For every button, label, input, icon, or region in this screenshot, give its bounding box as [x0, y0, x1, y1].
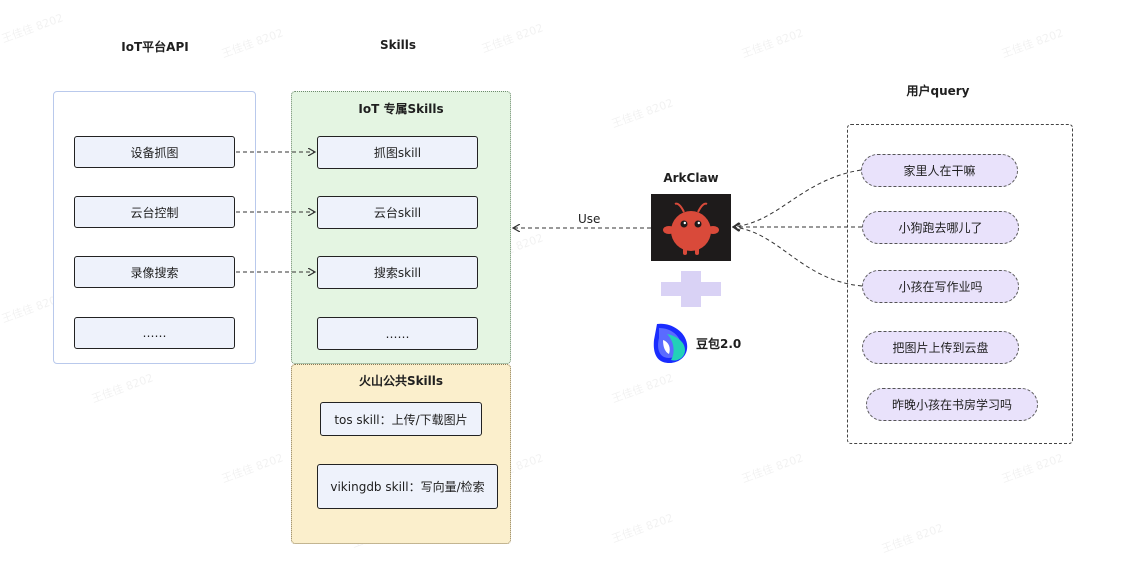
watermark-text: 王佳佳 8202	[999, 26, 1065, 61]
query-upload: 把图片上传到云盘	[862, 331, 1019, 364]
watermark-text: 王佳佳 8202	[219, 451, 285, 486]
api-item-ptz-control: 云台控制	[74, 196, 235, 228]
arkclaw-title: ArkClaw	[663, 171, 719, 185]
watermark-text: 王佳佳 8202	[879, 521, 945, 556]
arrow-query-homework	[733, 227, 863, 287]
use-label: Use	[578, 212, 601, 226]
skill-more: ……	[317, 317, 478, 350]
api-column-title: IoT平台API	[121, 40, 189, 54]
arrow-query-family	[733, 169, 862, 227]
watermark-text: 王佳佳 8202	[609, 511, 675, 546]
skill-ptz: 云台skill	[317, 196, 478, 229]
watermark-text: 王佳佳 8202	[219, 26, 285, 61]
watermark-text: 王佳佳 8202	[609, 96, 675, 131]
skill-capture: 抓图skill	[317, 136, 478, 169]
api-item-more: ……	[74, 317, 235, 349]
skills-column-title: Skills	[379, 38, 417, 52]
skill-tos: tos skill：上传/下载图片	[320, 402, 482, 436]
skill-search: 搜索skill	[317, 256, 478, 289]
query-dog: 小狗跑去哪儿了	[862, 211, 1019, 244]
query-column-title: 用户query	[906, 84, 970, 98]
plus-icon	[661, 271, 721, 307]
query-study: 昨晚小孩在书房学习吗	[866, 388, 1038, 421]
watermark-text: 王佳佳 8202	[89, 371, 155, 406]
arkclaw-mascot-icon	[651, 194, 731, 261]
watermark-text: 王佳佳 8202	[739, 451, 805, 486]
watermark-text: 王佳佳 8202	[999, 451, 1065, 486]
iot-skills-title: IoT 专属Skills	[358, 102, 444, 116]
doubao-logo-icon	[651, 320, 751, 366]
query-family: 家里人在干嘛	[861, 154, 1018, 187]
api-item-recording-search: 录像搜索	[74, 256, 235, 288]
doubao-model-label: 豆包2.0	[696, 337, 742, 351]
api-item-capture: 设备抓图	[74, 136, 235, 168]
public-skills-title: 火山公共Skills	[358, 374, 444, 388]
watermark-text: 王佳佳 8202	[609, 371, 675, 406]
watermark-text: 王佳佳 8202	[0, 11, 65, 46]
watermark-text: 王佳佳 8202	[739, 26, 805, 61]
watermark-text: 王佳佳 8202	[479, 21, 545, 56]
public-skills-group: 火山公共Skills	[291, 364, 511, 544]
skill-vikingdb: vikingdb skill：写向量/检索	[317, 464, 498, 509]
query-homework: 小孩在写作业吗	[862, 270, 1019, 303]
